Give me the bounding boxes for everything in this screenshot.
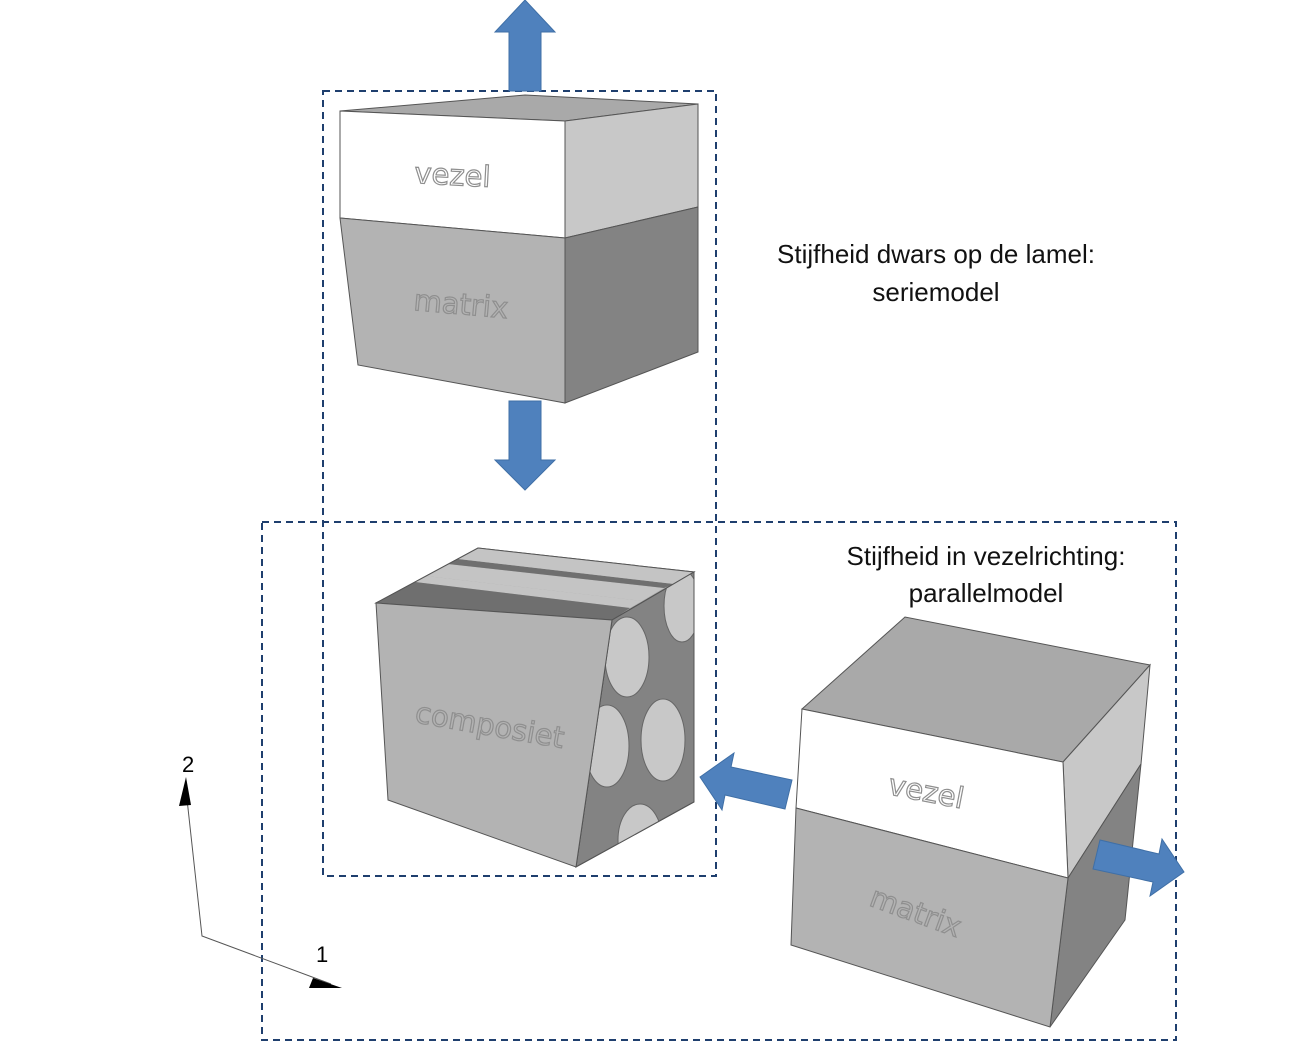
axis-1-label: 1 (316, 942, 328, 967)
fiber-cross-section (604, 616, 650, 698)
serie-caption-line2: seriemodel (872, 277, 999, 307)
left-arrow (699, 751, 793, 812)
right-arrow (1092, 837, 1185, 898)
coordinate-axes: 2 1 (179, 752, 342, 988)
up-arrow (493, 0, 557, 92)
composite-top-dark-stripe-1 (376, 582, 630, 620)
composite-front-face (375, 602, 613, 868)
composite-top-fiber-stripe-2 (426, 564, 664, 601)
top-cube-matrix-side (564, 206, 699, 404)
fiber-cross-section (640, 698, 686, 782)
right-cube-matrix-front (790, 807, 1069, 1028)
axis-2-arrowhead (179, 777, 191, 806)
top-cube-fiber-label: vezel (414, 156, 492, 194)
top-cube-matrix-front (339, 217, 566, 404)
axis-1-arrowhead (309, 978, 342, 988)
parallel-caption-line2: parallelmodel (909, 578, 1064, 608)
composite-cube: composiet (374, 547, 696, 868)
down-arrow (493, 400, 557, 491)
series-model-cube: vezel matrix (339, 94, 699, 404)
parallel-model-cube: vezel matrix (790, 616, 1151, 1028)
composite-top-dark-stripe-2 (448, 559, 674, 588)
axis-lines (185, 789, 332, 985)
composite-top-fiber-stripe-1 (415, 576, 642, 608)
composite-top-fiber-stripe-3 (458, 548, 694, 584)
axis-2-label: 2 (182, 752, 194, 777)
parallelmodel-dashed-box (261, 521, 1177, 1041)
parallel-caption-line1: Stijfheid in vezelrichting: (847, 541, 1126, 571)
fiber-cross-section (663, 572, 694, 643)
serie-caption-line1: Stijfheid dwars op de lamel: (777, 239, 1095, 269)
